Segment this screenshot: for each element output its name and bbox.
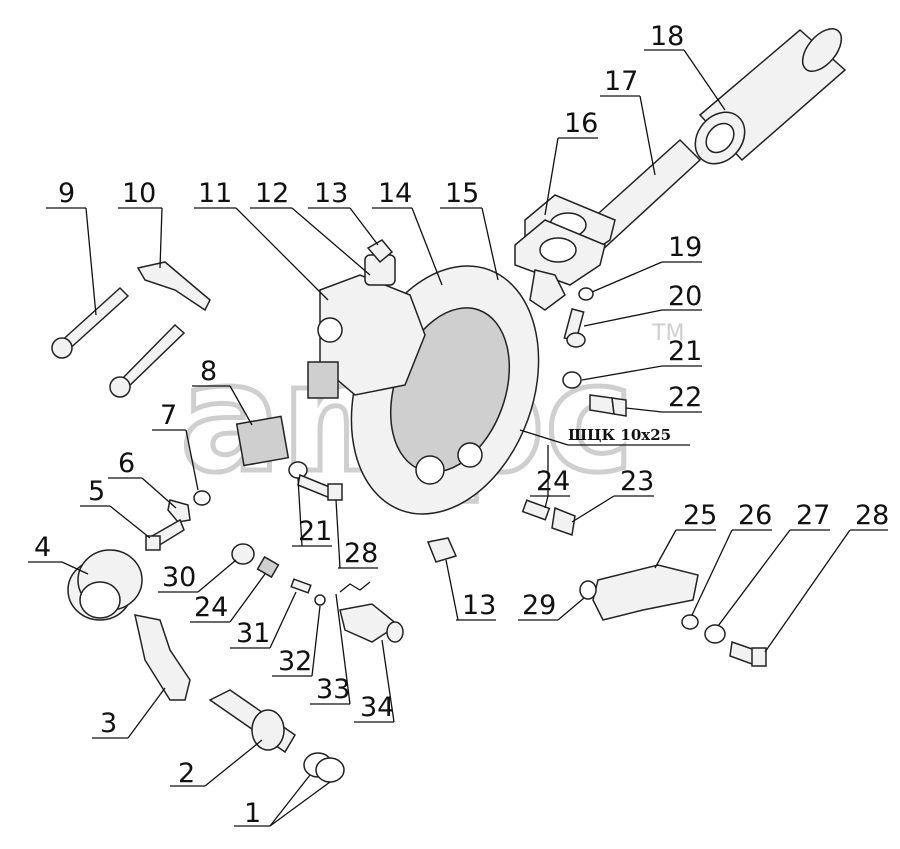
callout-19: 19 — [668, 232, 702, 263]
part-16-gasket — [514, 194, 616, 311]
part-29-ring — [579, 580, 597, 600]
callout-2: 2 — [178, 758, 195, 789]
callout-labels: 1 2 3 4 5 6 7 8 9 10 11 12 13 — [28, 21, 889, 829]
part-32-ball — [314, 594, 326, 606]
callout-7: 7 — [160, 400, 177, 431]
part-24-spring-upper — [521, 499, 551, 521]
callout-1: 1 — [244, 798, 261, 829]
callout-8: 8 — [200, 356, 217, 387]
callout-24-upper: 24 — [536, 466, 570, 497]
callout-4: 4 — [34, 532, 51, 563]
part-4-bearing — [67, 549, 143, 621]
callout-28-lower: 28 — [344, 538, 378, 569]
part-7-washer — [193, 490, 211, 506]
callout-15: 15 — [445, 178, 479, 209]
callout-11: 11 — [198, 178, 232, 209]
part-27-washer — [704, 624, 726, 644]
callout-21-lower: 21 — [298, 516, 332, 547]
part-30-cap — [231, 543, 255, 565]
pump-housing — [317, 254, 540, 515]
part-33-spring — [339, 581, 371, 593]
part-22-bolt — [589, 394, 627, 417]
thread-spec-label: ШЦК 10x25 — [568, 426, 671, 444]
callout-16: 16 — [564, 108, 598, 139]
part-10-plate — [136, 261, 211, 312]
callout-12: 12 — [255, 178, 289, 209]
part-13-nut-lower — [426, 537, 458, 563]
thread-spec-leader — [519, 429, 569, 446]
part-23-plug — [551, 506, 576, 537]
part-26-washer — [681, 614, 699, 630]
part-21-washer — [562, 371, 582, 389]
callout-14: 14 — [378, 178, 412, 209]
callout-26: 26 — [738, 500, 772, 531]
part-3-lever — [134, 614, 191, 701]
part-13-nut-top — [366, 239, 394, 264]
callout-33: 33 — [316, 674, 350, 705]
callout-3: 3 — [100, 708, 117, 739]
part-19-ring — [578, 287, 594, 301]
callout-10: 10 — [122, 178, 156, 209]
callout-5: 5 — [88, 476, 105, 507]
part-5-bolt — [145, 518, 185, 551]
part-21-washer-lower — [288, 461, 308, 479]
part-2-shaft — [208, 689, 296, 754]
part-8-gear — [235, 361, 339, 467]
callout-29: 29 — [522, 590, 556, 621]
callout-20: 20 — [668, 281, 702, 312]
part-9-bolts — [51, 286, 186, 398]
callout-22: 22 — [668, 382, 702, 413]
part-1-orings — [303, 752, 345, 783]
callout-31: 31 — [236, 618, 270, 649]
part-34-valve — [339, 603, 404, 643]
callout-13-top: 13 — [314, 178, 348, 209]
part-25-plate — [592, 564, 699, 621]
callout-23: 23 — [620, 466, 654, 497]
part-20-bolt — [563, 308, 586, 348]
callout-9: 9 — [58, 178, 75, 209]
part-18-filter — [694, 28, 847, 165]
callout-6: 6 — [118, 448, 135, 479]
callout-28-right: 28 — [855, 500, 889, 531]
callout-17: 17 — [604, 66, 638, 97]
callout-27: 27 — [796, 500, 830, 531]
callout-25: 25 — [683, 500, 717, 531]
callout-13-lower: 13 — [462, 590, 496, 621]
watermark-trademark: TM — [651, 321, 684, 346]
part-28-bolt-right — [729, 640, 767, 667]
part-24-spring-lower — [256, 555, 280, 579]
callout-32: 32 — [278, 646, 312, 677]
part-31-screw — [290, 578, 312, 594]
callout-21-right: 21 — [668, 336, 702, 367]
callout-34: 34 — [360, 692, 394, 723]
callout-24-lower: 24 — [194, 592, 228, 623]
callout-18: 18 — [650, 21, 684, 52]
callout-30: 30 — [162, 562, 196, 593]
